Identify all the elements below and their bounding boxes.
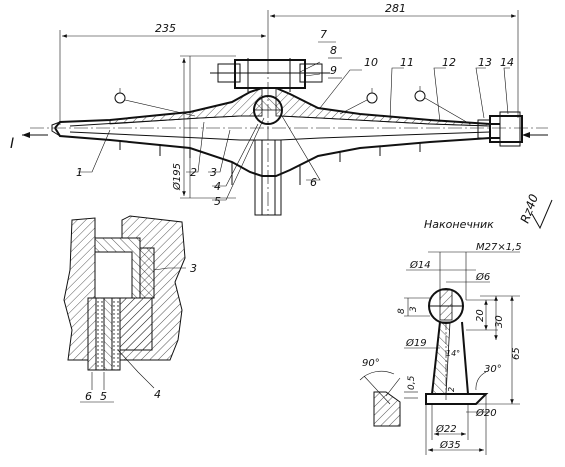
dim-d14: Ø14 (409, 259, 431, 271)
main-assembly: 235 281 Ø195 I 1 2 3 4 5 6 7 8 9 10 11 1… (10, 2, 548, 216)
dim-m27: M27×1,5 (476, 242, 522, 253)
callout-5: 5 (214, 195, 221, 208)
dim-d22: Ø22 (435, 423, 457, 435)
callout-4: 4 (214, 180, 221, 193)
detail-callout-4: 4 (154, 388, 161, 401)
section-mark: I (10, 136, 14, 152)
dim-h30: 30 (494, 315, 505, 328)
callout-7: 7 (320, 28, 327, 41)
callout-2: 2 (190, 166, 197, 179)
callout-1: 1 (76, 166, 83, 179)
detail-callout-5: 5 (100, 390, 107, 403)
dim-h05: 0,5 (407, 375, 417, 390)
callout-6: 6 (310, 176, 317, 189)
callout-11: 11 (400, 56, 414, 69)
dim-h65: 65 (511, 347, 522, 360)
dim-h8: 8 (397, 308, 407, 314)
dim-d6: Ø6 (475, 271, 490, 283)
dim-d35: Ø35 (439, 439, 461, 451)
dim-d19: Ø19 (405, 337, 427, 349)
dim-h2: 2 (447, 387, 456, 392)
dim-d195: Ø195 (171, 163, 183, 191)
dim-a14: 14° (446, 349, 460, 358)
detail-callout-6: 6 (85, 390, 92, 403)
dim-235: 235 (155, 22, 176, 35)
dim-281: 281 (385, 2, 406, 15)
dim-a30: 30° (484, 364, 502, 375)
detail-view: 3 6 5 4 (63, 215, 197, 403)
tip-title: Наконечник (424, 218, 494, 231)
roughness-mark: Rz40 (518, 192, 553, 230)
callout-10: 10 (364, 56, 378, 69)
callout-13: 13 (478, 56, 492, 69)
callout-9: 9 (330, 64, 337, 77)
dim-a90: 90° (362, 358, 380, 369)
callout-3: 3 (210, 166, 217, 179)
callout-12: 12 (442, 56, 456, 69)
dim-h20: 20 (475, 309, 486, 322)
roughness-text: Rz40 (518, 192, 542, 225)
detail-callout-3: 3 (190, 262, 197, 275)
callout-8: 8 (330, 44, 337, 57)
dim-h3: 3 (409, 306, 419, 312)
tip-detail: Наконечник M27×1,5 Ø14 Ø6 20 30 65 (359, 218, 522, 455)
callout-14: 14 (500, 56, 514, 69)
